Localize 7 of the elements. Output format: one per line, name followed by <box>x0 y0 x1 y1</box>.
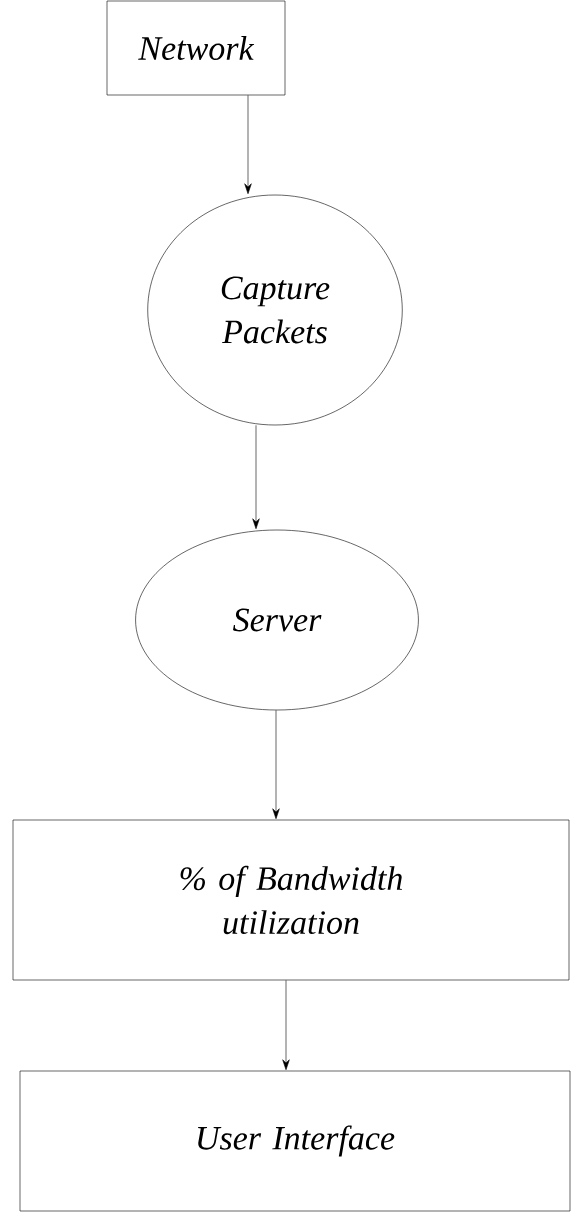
arrow <box>282 980 290 1071</box>
process-box: User Interface <box>19 1070 571 1212</box>
process-box: Network <box>106 0 286 96</box>
arrow <box>252 425 260 530</box>
arrow <box>272 710 280 820</box>
arrow <box>244 95 252 195</box>
process-box: % of Bandwidth utilization <box>12 819 570 981</box>
